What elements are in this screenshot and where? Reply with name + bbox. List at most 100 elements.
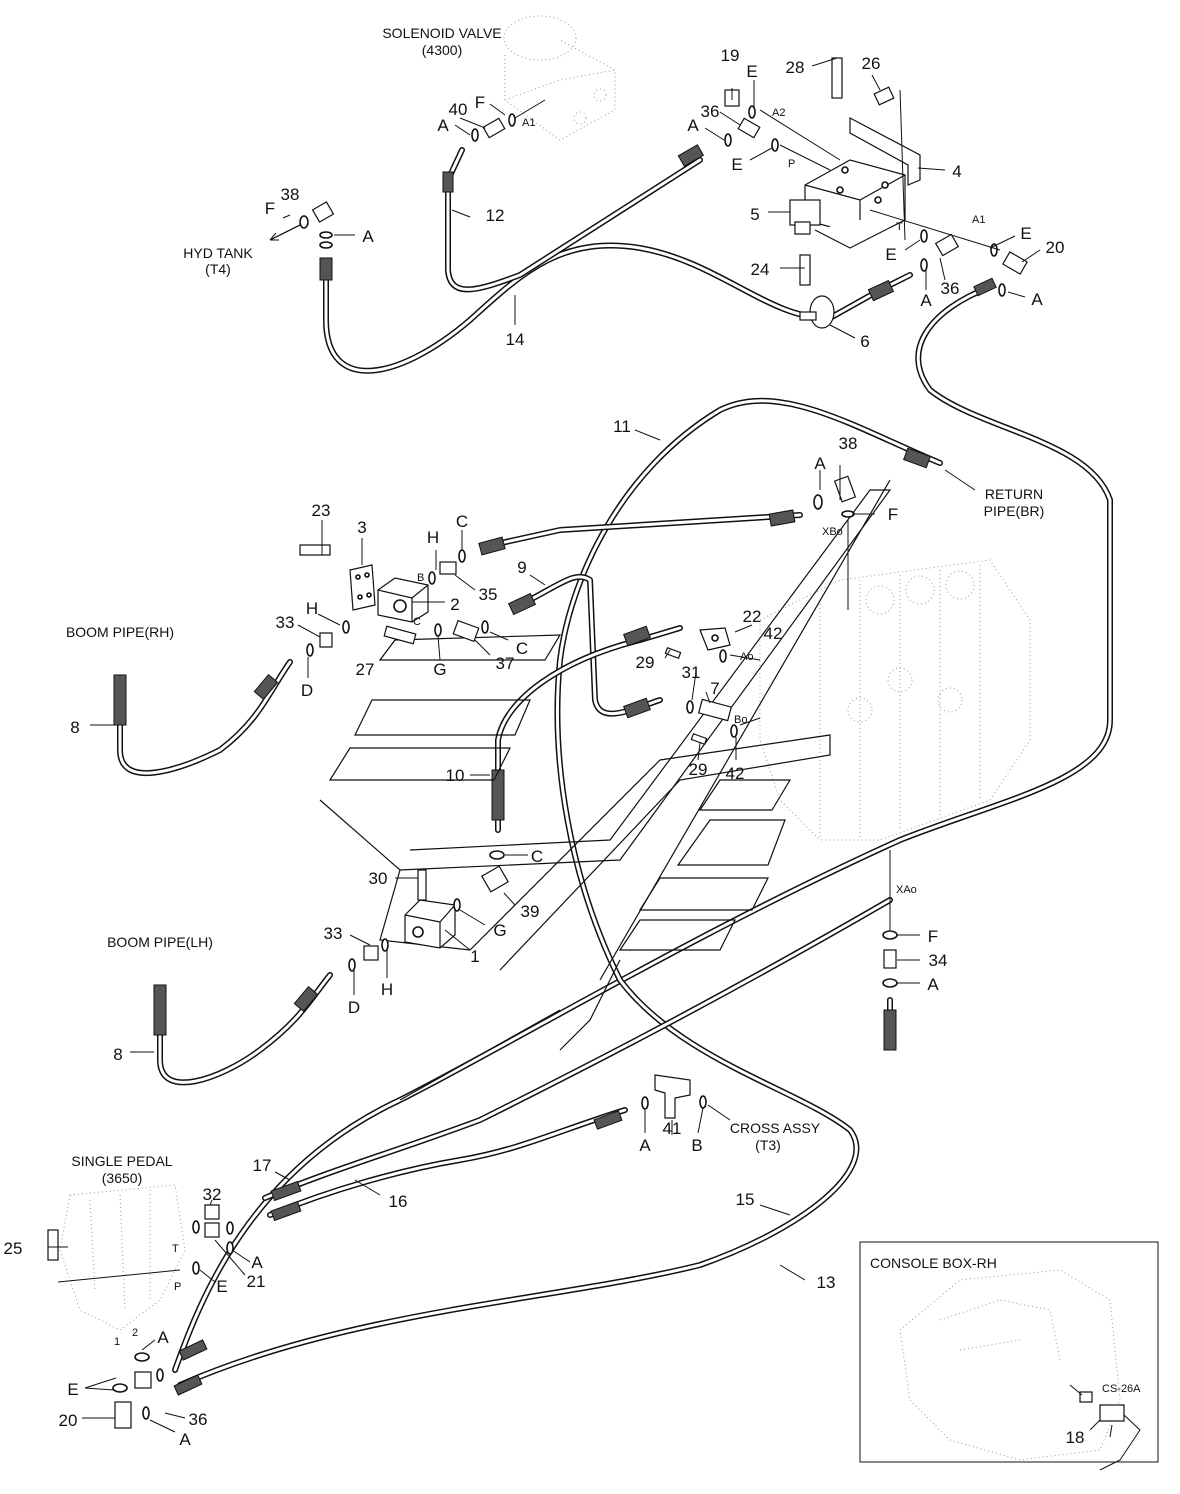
callout-2: 2 [450, 595, 459, 614]
callout-17: 17 [253, 1156, 272, 1175]
callout-29-bottom: 29 [689, 760, 708, 779]
callout-1: 1 [470, 947, 479, 966]
callout-31: 31 [682, 663, 701, 682]
cross-assy-41 [654, 1074, 691, 1119]
callout-36-right: 36 [941, 279, 960, 298]
callout-35: 35 [479, 585, 498, 604]
letter-a-cross: A [639, 1136, 651, 1155]
callout-39: 39 [521, 902, 540, 921]
console-box-inset-frame [859, 1241, 1159, 1463]
letter-a-xbo: A [814, 454, 826, 473]
letter-f-xao: F [928, 927, 938, 946]
label-console-box: CONSOLE BOX-RH [870, 1255, 997, 1271]
arrow-to-hyd-tank [269, 224, 301, 241]
port-a2: A2 [772, 107, 785, 119]
block-22 [699, 627, 731, 651]
hose-17 [262, 897, 893, 1201]
callout-24: 24 [751, 260, 770, 279]
callout-33-top: 33 [276, 613, 295, 632]
letter-e-pedal-1: E [67, 1380, 78, 1399]
letter-e-pedal-p: E [216, 1277, 227, 1296]
letter-e-p: E [731, 155, 742, 174]
letter-h-block-top: H [427, 528, 439, 547]
callout-36-top: 36 [701, 102, 720, 121]
single-pedal-3650-outline [59, 1184, 186, 1331]
callout-26: 26 [862, 54, 881, 73]
control-valve-outline [759, 559, 1031, 841]
structure-plates [319, 479, 892, 1101]
hose-6 [827, 272, 913, 321]
callout-41: 41 [663, 1119, 682, 1138]
callout-6: 6 [860, 332, 869, 351]
callout-33-bottom: 33 [324, 924, 343, 943]
label-boom-pipe-lh: BOOM PIPE(LH) [107, 934, 213, 950]
hose-12 [445, 147, 703, 293]
letter-b-cross: B [691, 1136, 702, 1155]
callout-42-bottom: 42 [726, 764, 745, 783]
callout-10: 10 [446, 766, 465, 785]
callout-11: 11 [613, 417, 631, 436]
letter-e-t: E [885, 245, 896, 264]
label-cross-assy-ref: (T3) [755, 1137, 781, 1153]
callout-37: 37 [496, 654, 515, 673]
port-pedal-1: 1 [114, 1336, 120, 1348]
block-1 [404, 899, 456, 949]
callout-36-bottom: 36 [189, 1410, 208, 1429]
callout-9: 9 [517, 558, 526, 577]
callout-23: 23 [312, 501, 331, 520]
port-xbo: XBo [822, 526, 843, 538]
callout-28: 28 [786, 58, 805, 77]
letter-d-lh: D [348, 998, 360, 1017]
label-return-pipe-2: PIPE(BR) [984, 503, 1045, 519]
solenoid-valve-4300-outline [503, 15, 616, 141]
port-xao: XAo [896, 884, 917, 896]
callout-32: 32 [203, 1185, 222, 1204]
label-hyd-tank-ref: (T4) [205, 261, 231, 277]
fittings [47, 57, 1028, 1429]
callout-7: 7 [710, 679, 719, 698]
port-p-pedal: P [174, 1281, 181, 1293]
block-7 [697, 698, 733, 722]
o-rings [112, 105, 1006, 1420]
letter-h-lh: H [381, 980, 393, 999]
callout-20-top: 20 [1046, 238, 1065, 257]
hose-10 [495, 625, 683, 833]
letter-g-top: G [433, 660, 446, 679]
callout-14: 14 [506, 330, 525, 349]
callout-25: 25 [4, 1239, 23, 1258]
callout-3: 3 [357, 518, 366, 537]
callout-22: 22 [743, 607, 762, 626]
letter-e-a1: E [1020, 224, 1031, 243]
port-pedal-2: 2 [132, 1327, 138, 1339]
callout-13: 13 [817, 1273, 836, 1292]
letter-a-sv-left: A [437, 116, 449, 135]
callout-15: 15 [736, 1190, 755, 1209]
solenoid-valve-block-5 [789, 159, 906, 249]
callout-12: 12 [486, 206, 505, 225]
letter-f-xbo: F [888, 505, 898, 524]
letter-c-block-right: C [516, 639, 528, 658]
port-c-block: C [413, 616, 421, 628]
callout-21: 21 [247, 1272, 266, 1291]
letter-f-sv: F [475, 93, 485, 112]
hose-11 [177, 397, 943, 1388]
port-bo: Bo [734, 714, 747, 726]
console-box-rh-outline [899, 1269, 1121, 1461]
label-cross-assy: CROSS ASSY [730, 1120, 821, 1136]
letter-a-xao: A [927, 975, 939, 994]
letter-c-10: C [531, 847, 543, 866]
letter-h-rh: H [306, 599, 318, 618]
callout-40: 40 [449, 100, 468, 119]
letter-a-a2: A [687, 116, 699, 135]
letter-a-pedal-2: A [157, 1328, 169, 1347]
callout-18: 18 [1066, 1428, 1085, 1447]
hose-16 [267, 1107, 628, 1218]
label-solenoid-valve: SOLENOID VALVE [382, 25, 501, 41]
hose-13 [172, 284, 1113, 1373]
callout-42-top: 42 [764, 624, 783, 643]
callout-16: 16 [389, 1192, 408, 1211]
callout-8-lh: 8 [113, 1045, 122, 1064]
hose-from-block-c [489, 512, 803, 548]
letter-d-rh: D [301, 681, 313, 700]
